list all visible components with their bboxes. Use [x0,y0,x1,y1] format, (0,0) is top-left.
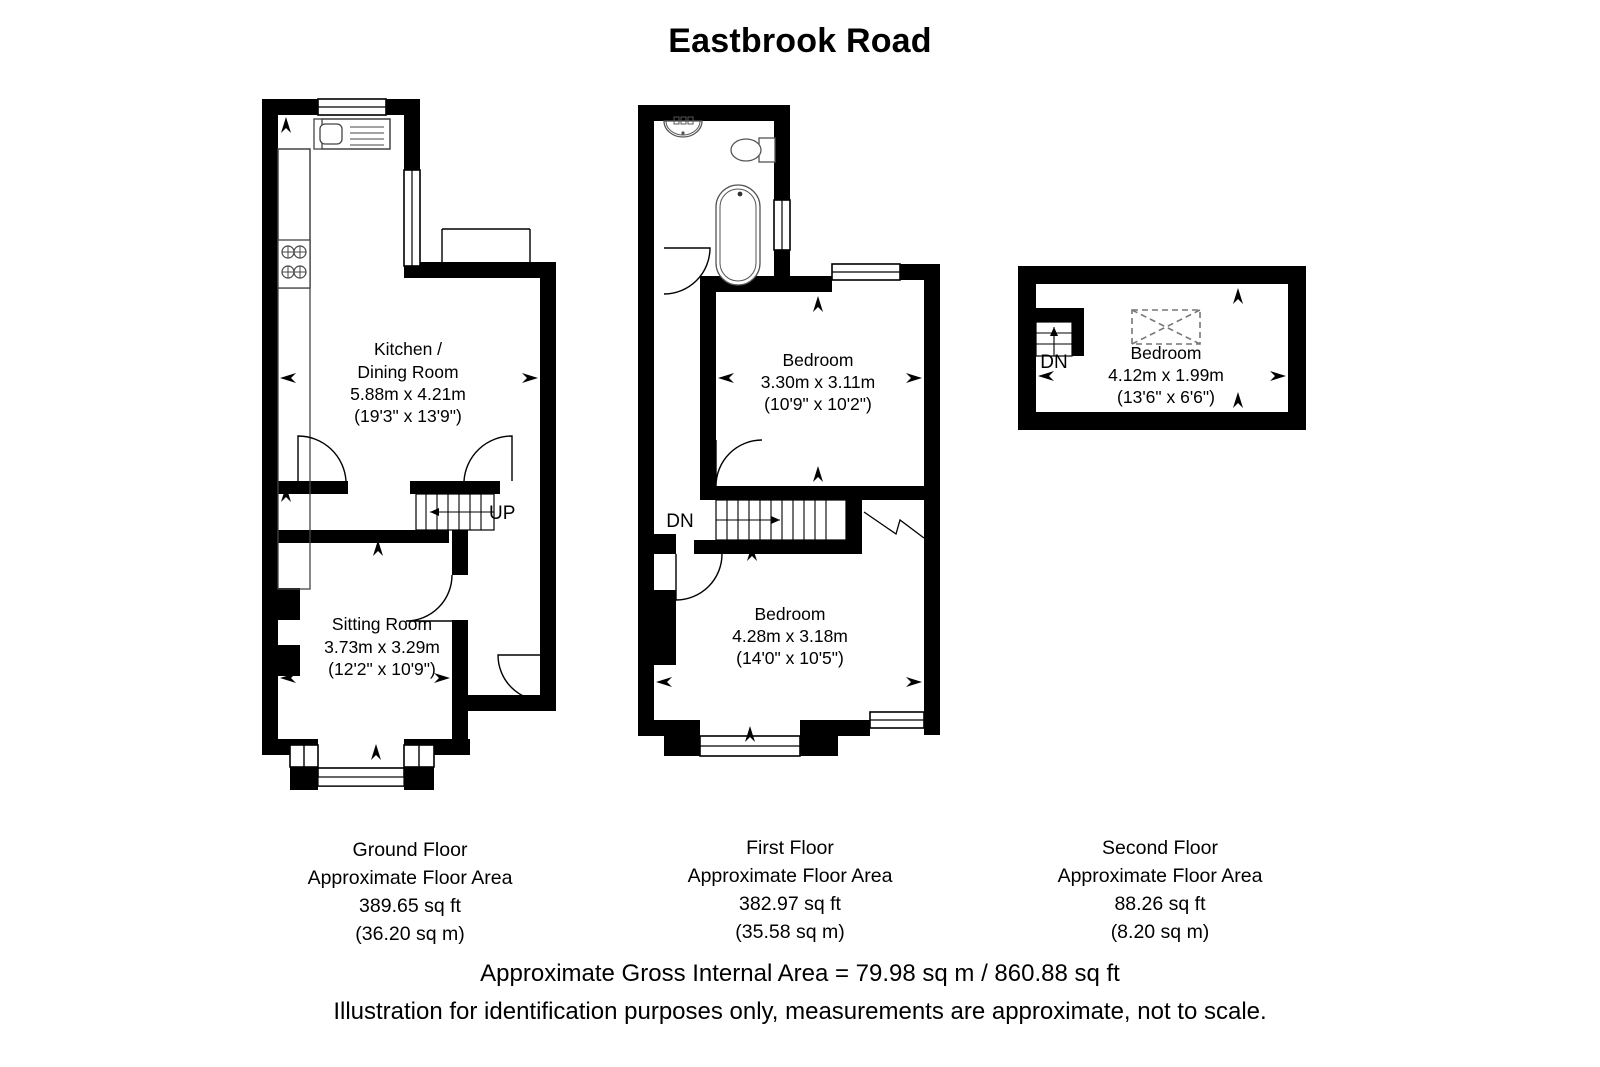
ground-floor-area-sqm: (36.20 sq m) [355,923,465,945]
bathroom-window [773,199,791,251]
kitchen-units [277,118,391,590]
first-view-arrows [656,296,922,742]
bathroom-door [663,247,711,295]
bedroom2-door [675,553,723,601]
ground-floor-walls [262,99,556,790]
second-floor-walls [1018,266,1306,430]
ground-floor-area-label: Approximate Floor Area [307,867,513,889]
room-dims-bedroom2-metric: 4.28m x 3.18m [732,626,848,646]
first-staircase [715,499,847,541]
second-floor-area-sqm: (8.20 sq m) [1110,921,1210,943]
wardrobe-bifold-door [863,511,925,539]
sitting-room-door [497,654,545,702]
second-stair-direction-label: DN [1040,352,1067,373]
bedroom1-window [831,263,901,281]
first-floor-area-sqm: (35.58 sq m) [735,921,845,943]
second-view-arrows [1038,288,1286,408]
disclaimer-text: Illustration for identification purposes… [333,998,1267,1025]
room-dims-bedroom1-metric: 3.30m x 3.11m [761,372,875,392]
room-dims-sitting-metric: 3.73m x 3.29m [324,637,440,657]
ground-floor-name: Ground Floor [352,839,468,861]
ground-floor-caption: Ground Floor Approximate Floor Area 389.… [150,836,670,948]
first-room-labels: Bedroom 3.30m x 3.11m (10'9" x 10'2") Be… [732,350,875,668]
room-label-bedroom2: Bedroom [754,604,825,624]
ground-view-arrows [280,117,538,760]
room-dims-kitchen-metric: 5.88m x 4.21m [350,384,466,404]
footer: Approximate Gross Internal Area = 79.98 … [0,955,1600,1031]
room-dims-bedroom3-metric: 4.12m x 1.99m [1108,365,1224,385]
gross-internal-area: Approximate Gross Internal Area = 79.98 … [480,960,1120,987]
room-label-kitchen-line2: Dining Room [357,362,458,382]
second-staircase [1035,321,1073,357]
kitchen-window [317,98,387,116]
ground-stair-direction-label: UP [489,503,515,524]
room-dims-bedroom3-imperial: (13'6" x 6'6") [1117,387,1215,407]
room-dims-bedroom2-imperial: (14'0" x 10'5") [736,648,844,668]
hall-doors [297,435,513,622]
second-floor-name: Second Floor [1102,837,1218,859]
first-floor-name: First Floor [746,837,834,859]
first-floor-walls [638,105,940,756]
ground-staircase [415,493,495,531]
first-floor-caption: First Floor Approximate Floor Area 382.9… [530,834,1050,946]
restricted-height-box [1131,309,1201,345]
bathroom-fixtures [663,116,776,286]
room-label-kitchen-line1: Kitchen / [374,339,442,359]
room-label-bedroom3: Bedroom [1130,343,1201,363]
kitchen-side-window [403,169,421,267]
second-floor-area-label: Approximate Floor Area [1057,865,1263,887]
room-label-bedroom1: Bedroom [782,350,853,370]
kitchen-double-door [441,228,531,277]
first-floor-area-sqft: 382.97 sq ft [739,893,841,915]
ground-room-labels: Kitchen / Dining Room 5.88m x 4.21m (19'… [324,339,466,679]
first-stair-direction-label: DN [666,511,693,532]
page-title: Eastbrook Road [668,22,932,60]
second-floor-area-sqft: 88.26 sq ft [1114,893,1206,915]
bedroom1-door [715,439,763,487]
room-dims-sitting-imperial: (12'2" x 10'9") [328,659,436,679]
room-dims-kitchen-imperial: (19'3" x 13'9") [354,406,462,426]
room-dims-bedroom1-imperial: (10'9" x 10'2") [764,394,872,414]
ground-floor-area-sqft: 389.65 sq ft [359,895,461,917]
second-room-labels: Bedroom 4.12m x 1.99m (13'6" x 6'6") [1108,343,1224,407]
second-floor-caption: Second Floor Approximate Floor Area 88.2… [900,834,1420,946]
room-label-sitting-room: Sitting Room [332,614,432,634]
bedroom2-windows [699,711,925,757]
first-floor-area-label: Approximate Floor Area [687,865,893,887]
